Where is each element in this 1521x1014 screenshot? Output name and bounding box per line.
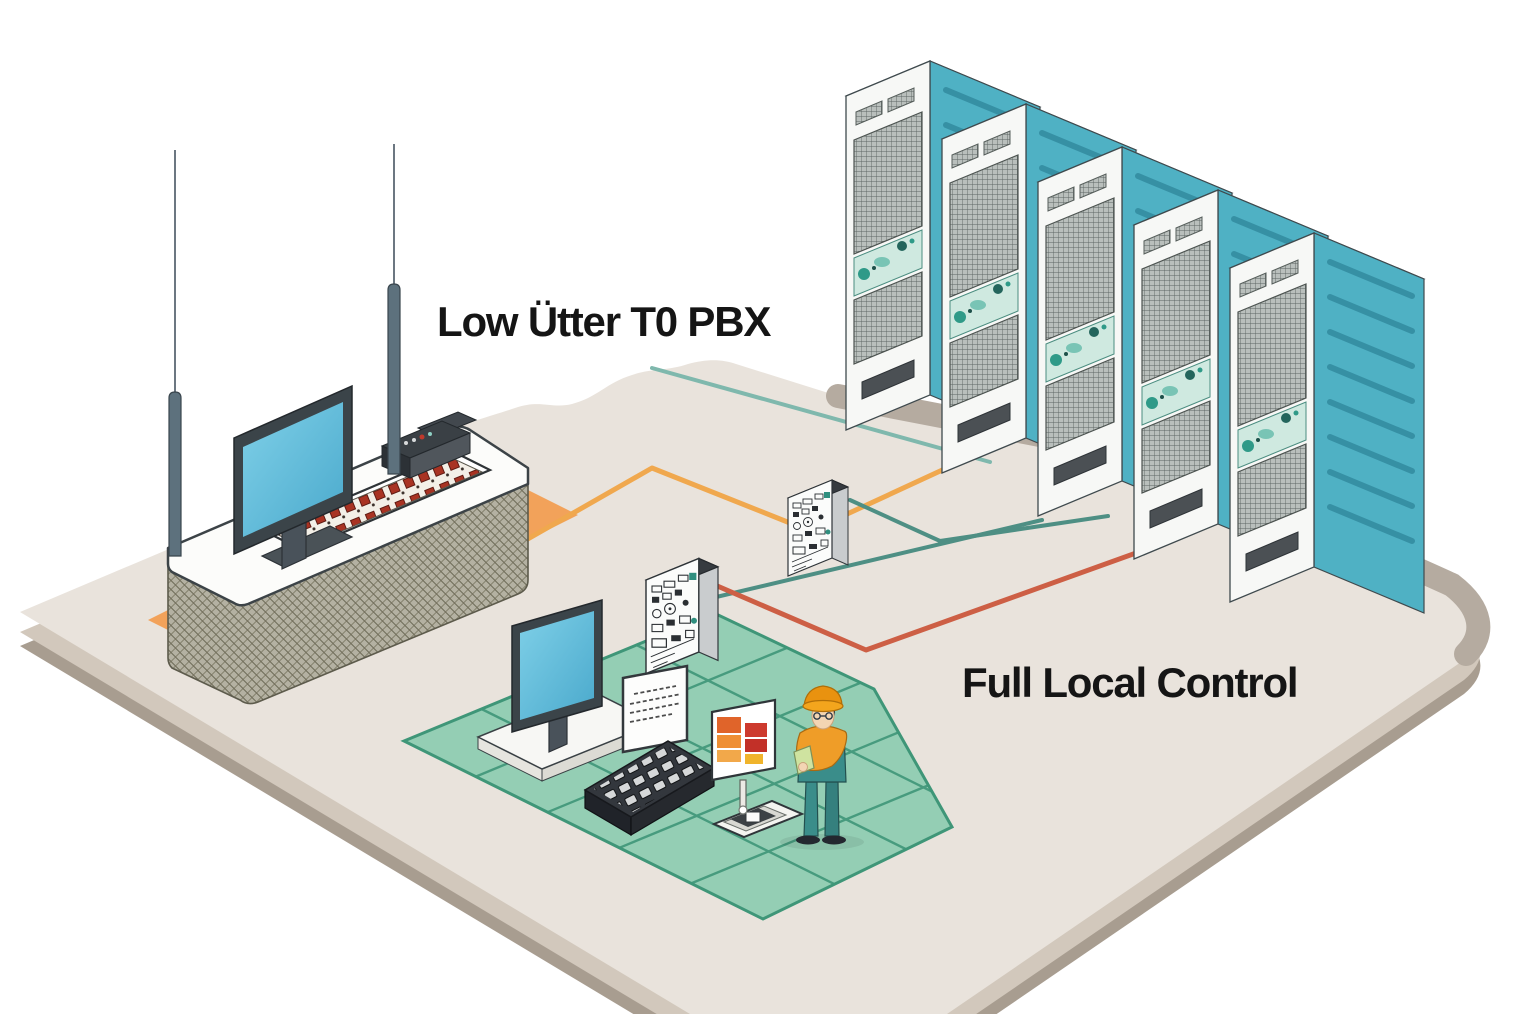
engineer-hat-brim — [802, 699, 844, 713]
chart-board — [710, 698, 777, 813]
cable-dark-teal-2 — [710, 518, 1044, 600]
control-keyboard — [583, 740, 716, 837]
patch-plug-rows — [263, 450, 493, 552]
engineer-leg-left — [803, 781, 819, 837]
pbx-unit-lower — [645, 557, 719, 675]
engineer-shoe-left — [796, 835, 820, 845]
control-monitor — [511, 599, 603, 753]
cable-light-teal — [650, 366, 992, 464]
label-local-control: Full Local Control — [962, 659, 1297, 706]
cable-dark-teal-1 — [848, 498, 1110, 543]
switchboard-antenna-left — [168, 150, 182, 557]
whiteboard — [621, 664, 689, 754]
label-pbx-link: Low Ütter T0 PBX — [437, 298, 771, 345]
server-rack-5 — [1230, 233, 1424, 613]
switchboard-desk — [166, 144, 530, 705]
switchboard-antenna-right — [387, 144, 401, 475]
engineer-hand — [798, 762, 808, 772]
field-engineer — [780, 685, 864, 850]
cable-red — [712, 545, 1153, 653]
device-tray — [711, 799, 805, 839]
switchboard-screen — [243, 402, 343, 537]
engineer-glasses — [813, 712, 833, 720]
switchboard-monitor — [233, 384, 354, 570]
pbx-unit-upper — [787, 479, 849, 577]
control-station — [476, 599, 805, 839]
engineer-shoe-right — [822, 835, 846, 845]
engineer-leg-right — [824, 781, 840, 837]
control-screen — [520, 611, 594, 720]
